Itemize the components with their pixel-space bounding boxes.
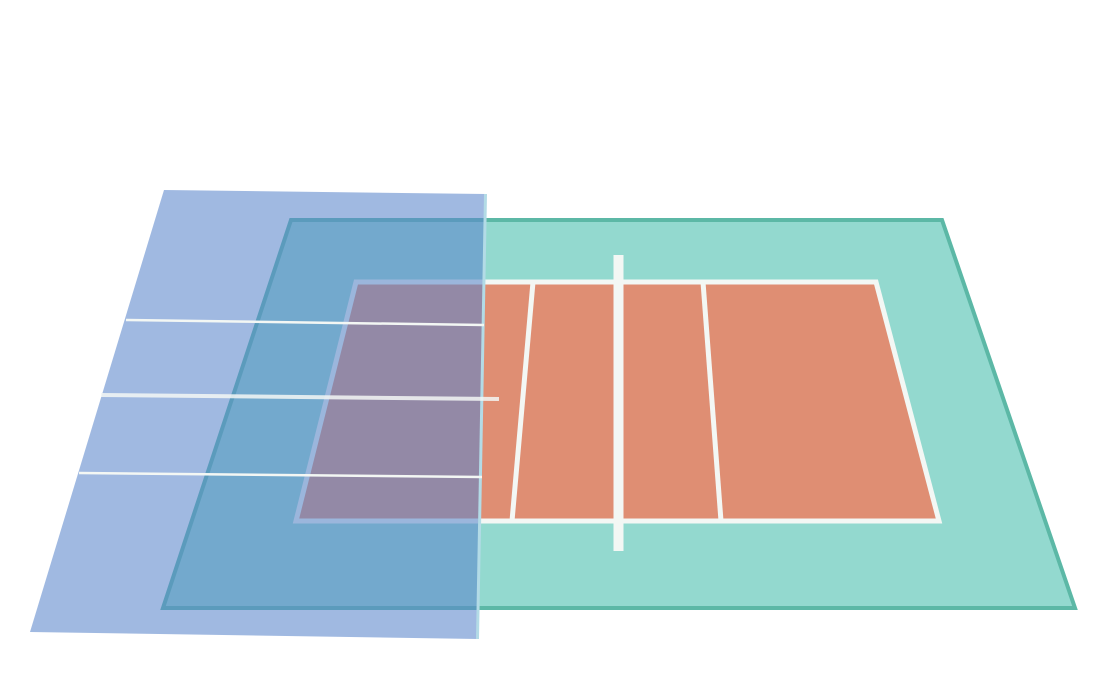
- overlay-plane: [30, 190, 500, 640]
- overlay-right-edge: [476, 193, 487, 640]
- overlay-panel: [30, 190, 486, 639]
- net: [613, 255, 624, 551]
- overlay-line-top: [125, 318, 485, 327]
- overlay-line-bottom: [78, 471, 483, 479]
- attack-line-right: [700, 281, 724, 522]
- overlay-line-middle: [100, 393, 500, 401]
- attack-line-left: [509, 281, 536, 522]
